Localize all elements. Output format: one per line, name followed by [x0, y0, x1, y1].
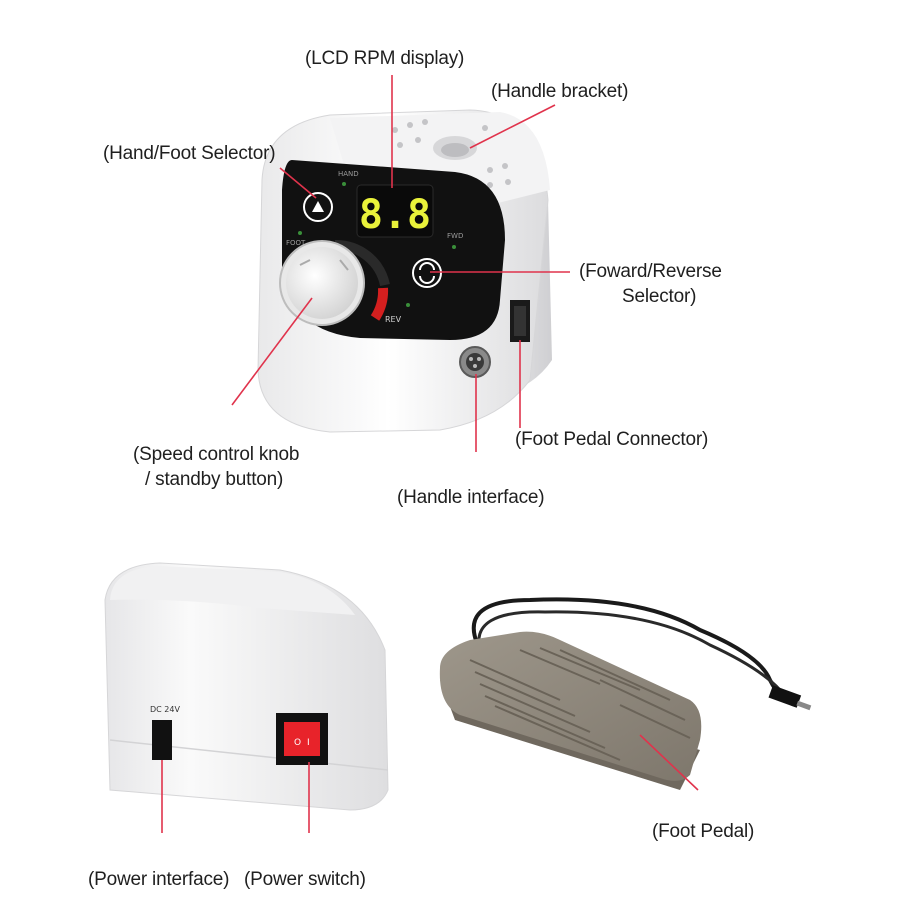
hand-label: HAND — [338, 170, 359, 178]
pedal-top[interactable] — [439, 631, 702, 781]
leader-lines — [161, 75, 699, 833]
pedal-ridges — [469, 647, 691, 761]
leader-bracket — [469, 104, 556, 149]
label-foot-pedal-connector: (Foot Pedal Connector) — [515, 429, 709, 450]
label-forward-reverse-line2: Selector) — [622, 286, 697, 307]
pedal-plug — [768, 685, 802, 708]
unit-top — [330, 112, 550, 210]
hand-foot-selector-button[interactable] — [303, 192, 333, 222]
switch-off-mark: O — [294, 738, 301, 748]
handle-bracket — [392, 119, 511, 188]
label-forward-reverse-line1: (Foward/Reverse — [579, 261, 722, 282]
speed-control-knob[interactable] — [279, 240, 365, 326]
foot-pedal — [439, 597, 812, 790]
back-view-unit: DC 24V O I — [104, 562, 389, 811]
rev-label: REV — [385, 315, 402, 324]
label-lcd-rpm-display: (LCD RPM display) — [305, 48, 465, 69]
forward-reverse-selector-button[interactable] — [412, 258, 442, 288]
leader-hand-foot — [279, 167, 317, 199]
fwd-label: FWD — [447, 232, 463, 240]
label-foot-pedal: (Foot Pedal) — [652, 821, 755, 842]
label-power-switch: (Power switch) — [244, 869, 366, 890]
dc-label: DC 24V — [150, 705, 180, 714]
label-hand-foot-selector: (Hand/Foot Selector) — [103, 143, 276, 164]
control-unit: 8.8 HAND FOOT FWD REV — [257, 109, 552, 433]
foot-label: FOOT — [286, 239, 306, 247]
label-speed-knob-line2: / standby button) — [145, 469, 284, 490]
leader-foot-pedal — [639, 734, 699, 791]
lcd-value: 8.8 — [359, 192, 431, 238]
power-switch[interactable]: O I — [276, 713, 328, 765]
power-interface-port[interactable] — [152, 720, 172, 760]
label-speed-knob-line1: (Speed control knob — [133, 444, 300, 465]
handle-interface-connector[interactable] — [459, 346, 491, 378]
foot-pedal-connector[interactable] — [510, 300, 530, 342]
label-power-interface: (Power interface) — [88, 869, 230, 890]
lcd-display — [356, 184, 434, 238]
label-handle-bracket: (Handle bracket) — [491, 81, 629, 102]
label-handle-interface: (Handle interface) — [397, 487, 545, 508]
leader-speed-knob — [231, 297, 313, 406]
back-unit-top — [110, 566, 355, 615]
switch-on-mark: I — [307, 738, 310, 748]
